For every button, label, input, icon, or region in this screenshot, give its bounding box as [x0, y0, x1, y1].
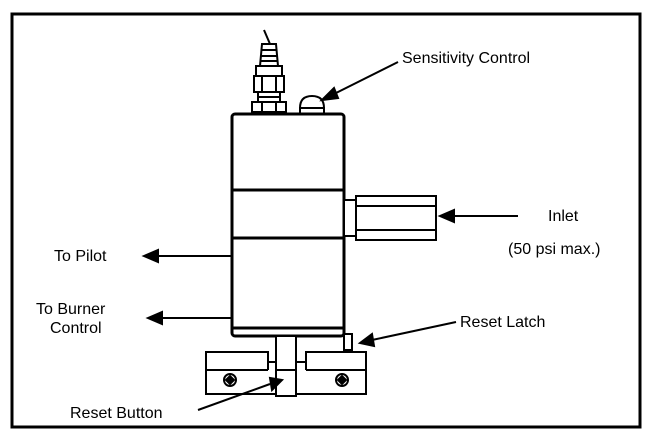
sensitivity-knob — [298, 94, 326, 115]
label-to-burner-line2: Control — [50, 320, 102, 337]
sensitivity-leader — [329, 61, 399, 97]
label-inlet: Inlet — [548, 208, 579, 225]
reset-button-arrowhead — [268, 376, 285, 393]
reset-latch-arrowhead — [357, 332, 376, 348]
label-inlet-max: (50 psi max.) — [508, 241, 601, 258]
reset-button-leader — [197, 383, 271, 411]
sensitivity-arrowhead — [319, 86, 340, 102]
valve-body — [230, 112, 346, 338]
bracket-hole-right — [335, 373, 349, 387]
bracket-hole-left — [223, 373, 237, 387]
to-burner-arrowhead — [145, 310, 163, 326]
top-connector — [251, 29, 287, 113]
label-sensitivity-control: Sensitivity Control — [402, 50, 531, 67]
reset-latch-part — [343, 333, 353, 351]
label-to-pilot: To Pilot — [54, 248, 107, 265]
label-reset-button: Reset Button — [70, 405, 163, 422]
label-reset-latch: Reset Latch — [460, 314, 546, 331]
label-to-burner-line1: To Burner — [36, 301, 106, 318]
diagram-frame — [10, 12, 642, 429]
to-pilot-arrowhead — [141, 248, 159, 264]
reset-latch-leader — [371, 321, 457, 341]
inlet-fitting — [343, 195, 437, 241]
inlet-arrowhead — [437, 208, 455, 224]
reset-button-part — [275, 335, 297, 397]
